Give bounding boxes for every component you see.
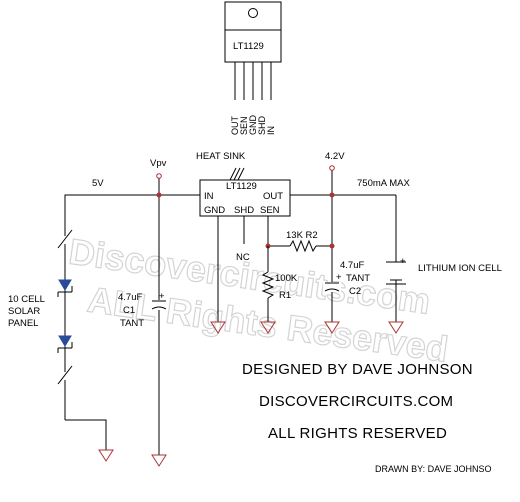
- credit-line-1: DESIGNED BY DAVE JOHNSON: [242, 361, 473, 378]
- package-tab: [224, 1, 282, 63]
- ground-symbol: [260, 321, 276, 334]
- ground-symbols: [98, 321, 404, 467]
- heatsink-label: HEAT SINK: [196, 151, 246, 162]
- regulator-pin-out: OUT: [263, 191, 283, 202]
- net-label-5v: 5V: [92, 178, 104, 189]
- drawn-by-label: DRAWN BY: DAVE JOHNSO: [375, 464, 492, 474]
- regulator-pin-sen: SEN: [260, 205, 280, 216]
- solar-label-line-2: SOLAR: [8, 306, 40, 317]
- c2-type: TANT: [346, 273, 370, 284]
- regulator-pin-wiring: NC: [217, 216, 269, 322]
- regulator-lt1129: LT1129 IN OUT GND SHD SEN HEAT SINK: [196, 151, 291, 217]
- ground-symbol: [324, 321, 340, 334]
- r1-label: R1: [279, 290, 291, 301]
- solar-label-line-3: PANEL: [8, 318, 38, 329]
- resistor-r1: 100K R1: [261, 246, 298, 322]
- regulator-pin-in: IN: [204, 191, 214, 202]
- svg-text:+: +: [400, 256, 406, 267]
- c1-value: 4.7uF: [118, 292, 142, 303]
- r1-value: 100K: [275, 273, 298, 284]
- net-label-4v2: 4.2V: [325, 151, 345, 162]
- battery-label: LITHIUM ION CELL: [418, 263, 502, 274]
- package-pin-gnd: GND: [248, 115, 258, 136]
- package-pin-in: IN: [266, 126, 276, 135]
- capacitor-c1: + 4.7uF C1 TANT: [118, 291, 168, 329]
- capacitor-c2: + 4.7uF TANT C2: [323, 260, 370, 297]
- package-pin-shd: SHD: [257, 115, 267, 135]
- svg-text:+: +: [159, 291, 165, 302]
- lithium-ion-battery: + LITHIUM ION CELL: [386, 256, 502, 285]
- solar-cell-diode-1: [58, 279, 72, 291]
- net-label-vpv: Vpv: [150, 158, 167, 169]
- max-current-label: 750mA MAX: [357, 178, 410, 189]
- c1-type: TANT: [120, 318, 144, 329]
- credits: DESIGNED BY DAVE JOHNSON DISCOVERCIRCUIT…: [242, 361, 492, 474]
- nc-label: NC: [236, 252, 250, 263]
- resistor-r2: 13K R2: [265, 230, 335, 253]
- svg-text:+: +: [336, 272, 342, 283]
- credit-line-3: ALL RIGHTS RESERVED: [268, 425, 447, 442]
- ground-symbol: [210, 321, 226, 334]
- ground-symbol: [98, 449, 114, 462]
- ground-symbol: [151, 454, 167, 467]
- r2-label: 13K R2: [286, 230, 318, 241]
- package-mounting-hole: [248, 8, 258, 18]
- solar-panel: 10 CELL SOLAR PANEL: [8, 229, 107, 450]
- c2-value: 4.7uF: [340, 260, 364, 271]
- regulator-pin-gnd: GND: [204, 205, 225, 216]
- c2-label: C2: [349, 286, 361, 297]
- package-drawing: LT1129 OUT SEN GND SHD IN: [224, 1, 282, 136]
- package-pin-out: OUT: [230, 116, 240, 136]
- regulator-part-label: LT1129: [226, 181, 257, 192]
- package-part-label: LT1129: [233, 41, 264, 52]
- ground-symbol: [388, 321, 404, 334]
- solar-label-line-1: 10 CELL: [8, 294, 45, 305]
- solar-cell-diode-2: [58, 335, 72, 347]
- c1-label: C1: [123, 305, 135, 316]
- regulator-pin-shd: SHD: [234, 205, 254, 216]
- package-pin-sen: SEN: [239, 116, 249, 135]
- credit-line-2: DISCOVERCIRCUITS.COM: [259, 393, 453, 410]
- regulator-body: [199, 179, 291, 217]
